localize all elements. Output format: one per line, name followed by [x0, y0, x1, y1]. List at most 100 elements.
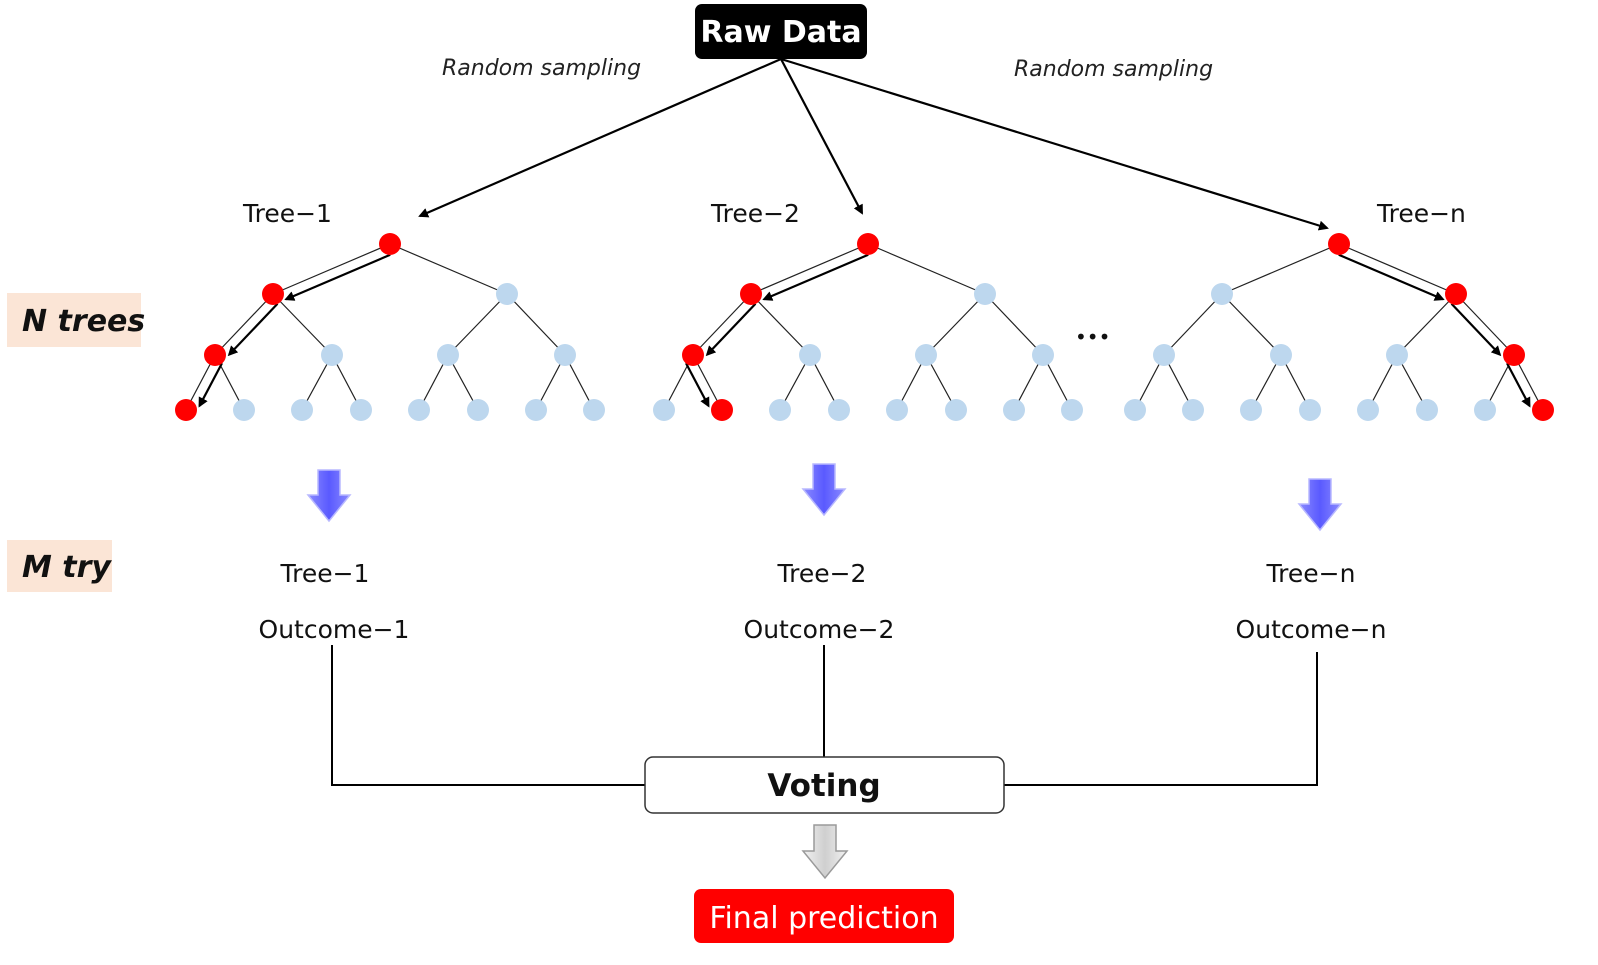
decision-trees — [175, 233, 1554, 421]
tree-edge — [1221, 243, 1340, 295]
voting-label: Voting — [767, 768, 880, 804]
tree-node — [945, 399, 967, 421]
tree-node — [828, 399, 850, 421]
path-node — [682, 344, 704, 366]
tree-edge — [272, 243, 391, 295]
tree-edge — [272, 293, 333, 356]
tree-node — [1240, 399, 1262, 421]
tree-node — [1386, 344, 1408, 366]
traversal-arrow — [198, 362, 223, 408]
tree-node — [1124, 399, 1146, 421]
tree-node — [653, 399, 675, 421]
tree-node — [1474, 399, 1496, 421]
tree-node — [974, 283, 996, 305]
outcome-label-1: Outcome−1 — [259, 615, 410, 644]
tree-edge — [1396, 293, 1457, 356]
tree-edge — [1163, 293, 1223, 356]
tree-node — [233, 399, 255, 421]
tree-node — [1182, 399, 1204, 421]
n-trees-tag — [7, 293, 141, 347]
path-node — [1328, 233, 1350, 255]
tree-edge — [750, 243, 869, 295]
path-node — [379, 233, 401, 255]
tree-edge — [925, 293, 986, 356]
random-sampling-label-left: Random sampling — [442, 56, 641, 81]
traversal-arrow — [227, 303, 279, 357]
tree-node — [583, 399, 605, 421]
tree-node — [350, 399, 372, 421]
tree-edge — [692, 293, 752, 356]
tree-node — [321, 344, 343, 366]
random-sampling-right-text: Random sampling — [1014, 57, 1213, 82]
random-sampling-left-text: Random sampling — [442, 56, 641, 81]
final-prediction-box — [694, 889, 954, 943]
tree-node — [1003, 399, 1025, 421]
outcome-label-2: Outcome−2 — [744, 615, 895, 644]
tree-label-2: Tree−2 — [710, 199, 800, 228]
path-node — [1503, 344, 1525, 366]
sampling-arrow-tree-1 — [418, 57, 782, 218]
tree-edge — [984, 293, 1044, 356]
tree-edge — [447, 293, 508, 356]
tree-node — [525, 399, 547, 421]
tree-node — [554, 344, 576, 366]
tree-3 — [1124, 233, 1554, 421]
raw-data-box — [695, 4, 867, 59]
tree-edge — [389, 243, 508, 295]
tree-node — [799, 344, 821, 366]
tree-edge — [506, 293, 566, 356]
path-node — [1532, 399, 1554, 421]
traversal-arrow — [1338, 253, 1445, 301]
tree-node — [1153, 344, 1175, 366]
tree-node — [496, 283, 518, 305]
tree-edge — [867, 243, 986, 295]
raw-data-label: Raw Data — [700, 15, 861, 50]
tree-node — [1357, 399, 1379, 421]
grey-down-arrow — [801, 824, 849, 880]
traversal-arrow — [284, 253, 391, 301]
tree-node — [291, 399, 313, 421]
traversal-arrow — [1450, 303, 1502, 357]
outcome-label-n: Outcome−n — [1236, 615, 1387, 644]
tree-node — [886, 399, 908, 421]
blue-down-arrow-2 — [801, 463, 847, 517]
n-trees-label: N trees — [22, 304, 145, 339]
tree-node — [1211, 283, 1233, 305]
tree-node — [1061, 399, 1083, 421]
path-node — [204, 344, 226, 366]
traversal-arrow — [685, 362, 710, 408]
outcome-tree-label-1: Tree−1 — [280, 559, 370, 588]
tree-node — [1416, 399, 1438, 421]
tree-edge — [214, 293, 274, 356]
voting-box — [644, 756, 1005, 814]
path-node — [262, 283, 284, 305]
tree-node — [915, 344, 937, 366]
path-node — [857, 233, 879, 255]
tree-node — [408, 399, 430, 421]
tree-1 — [175, 233, 605, 421]
tree-label-1: Tree−1 — [242, 199, 332, 228]
tree-edge — [750, 293, 811, 356]
path-node — [740, 283, 762, 305]
tree-node — [437, 344, 459, 366]
outcome-tree-label-n: Tree−n — [1266, 559, 1356, 588]
m-try-label: M try — [22, 550, 112, 585]
tree-node — [1270, 344, 1292, 366]
tree-node — [467, 399, 489, 421]
tree-label-n: Tree−n — [1376, 199, 1466, 228]
tree-node — [1299, 399, 1321, 421]
sampling-arrow-tree-n — [780, 57, 1329, 231]
path-node — [711, 399, 733, 421]
tree-2 — [653, 233, 1083, 421]
tree-node — [769, 399, 791, 421]
more-trees-ellipsis: ••• — [1075, 325, 1110, 349]
blue-down-arrow-1 — [306, 469, 352, 523]
traversal-arrow — [705, 303, 757, 357]
sampling-arrow-tree-2 — [780, 58, 863, 215]
final-prediction-label: Final prediction — [709, 901, 938, 936]
path-node — [175, 399, 197, 421]
tree-edge — [1338, 243, 1457, 295]
tree-edge — [1455, 293, 1515, 356]
tree-node — [1032, 344, 1054, 366]
